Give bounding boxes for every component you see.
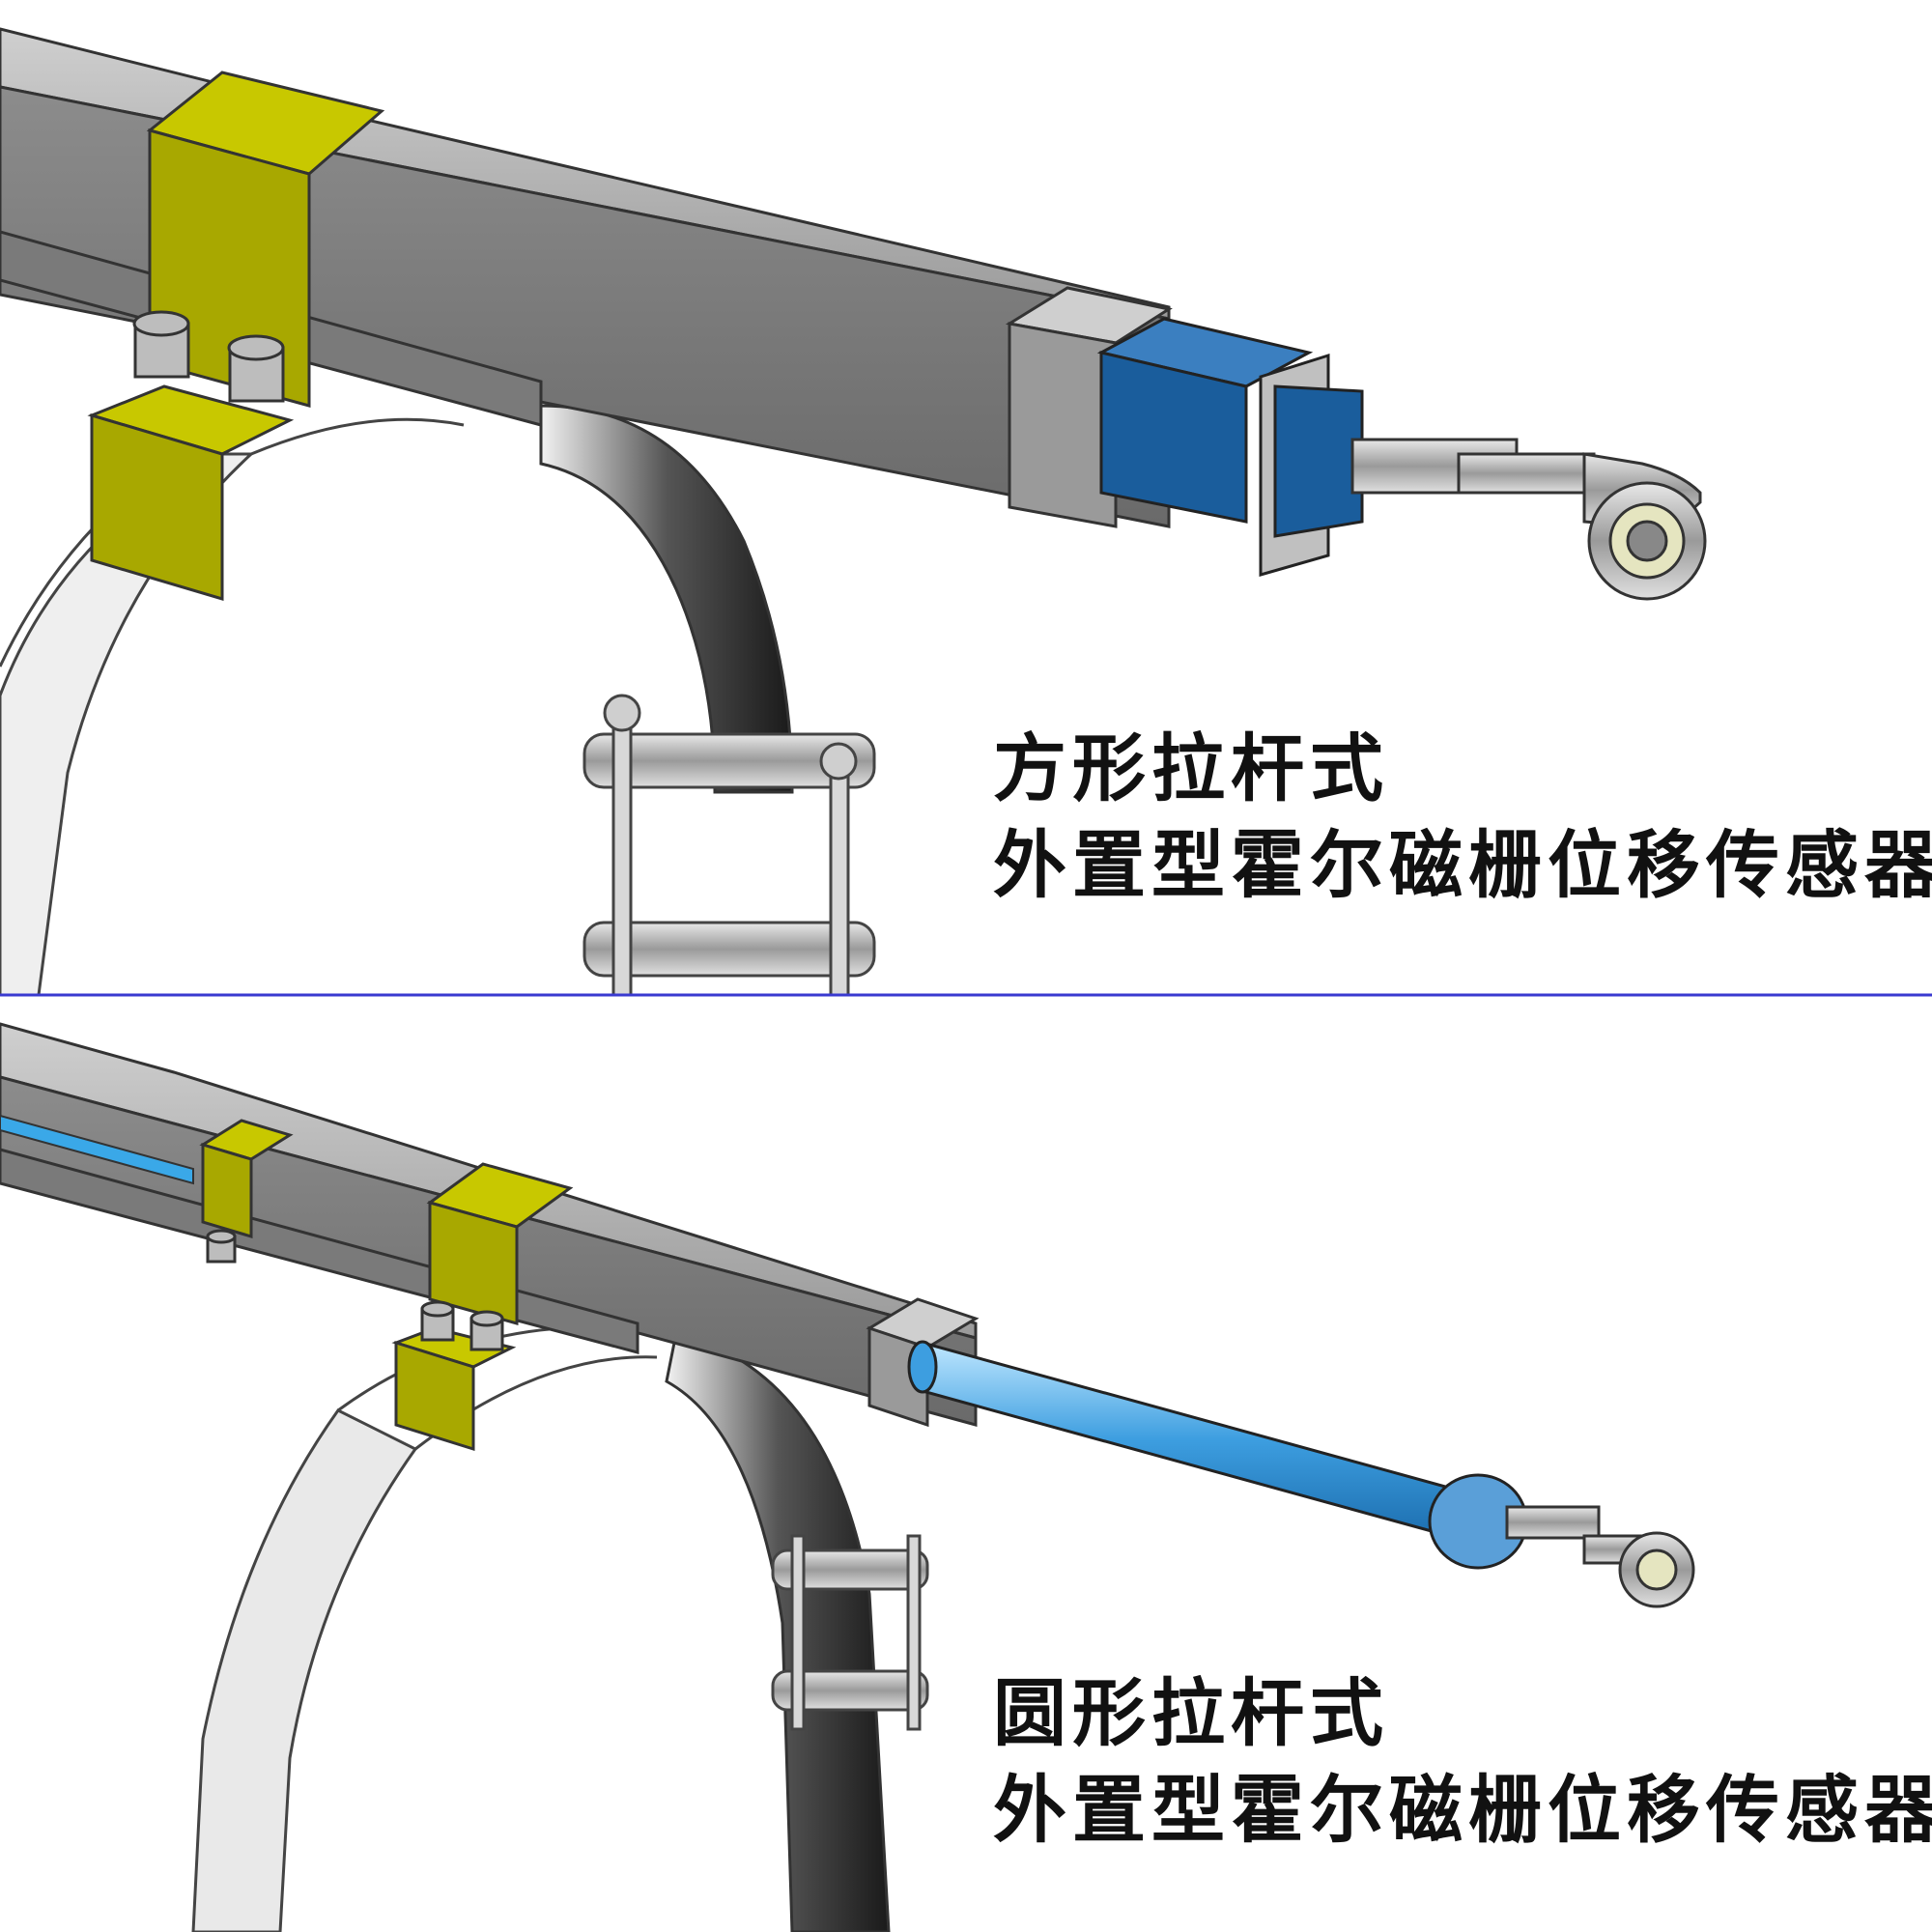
beam-end-cap — [866, 1297, 980, 1428]
arch-band — [665, 1331, 891, 1932]
band-clamp — [582, 694, 876, 997]
square-sensor-body — [1096, 317, 1364, 577]
square-rod-end — [1350, 438, 1707, 601]
panel-subtitle: 外置型霍尔磁栅位移传感器 — [993, 822, 1932, 908]
mounting-ring — [0, 413, 465, 997]
socket-bolts — [132, 310, 285, 403]
panel-title: 方形拉杆式 — [993, 725, 1389, 811]
beam-end-cap — [1005, 286, 1173, 528]
arch-band — [539, 404, 794, 794]
socket-bolts — [206, 1229, 504, 1351]
round-sensor-rod — [907, 1340, 1528, 1570]
panel-round-rod: 圆形拉杆式 外置型霍尔磁栅位移传感器 — [0, 1022, 1932, 1932]
round-rod-end — [1505, 1505, 1695, 1608]
panel-square-rod: 方形拉杆式 外置型霍尔磁栅位移传感器 — [0, 27, 1932, 997]
yellow-bracket — [199, 1119, 574, 1452]
blue-scale-strip — [0, 1114, 194, 1185]
panel-title: 圆形拉杆式 — [993, 1670, 1389, 1756]
band-clamp — [771, 1534, 929, 1731]
panel-subtitle: 外置型霍尔磁栅位移传感器 — [993, 1767, 1932, 1853]
